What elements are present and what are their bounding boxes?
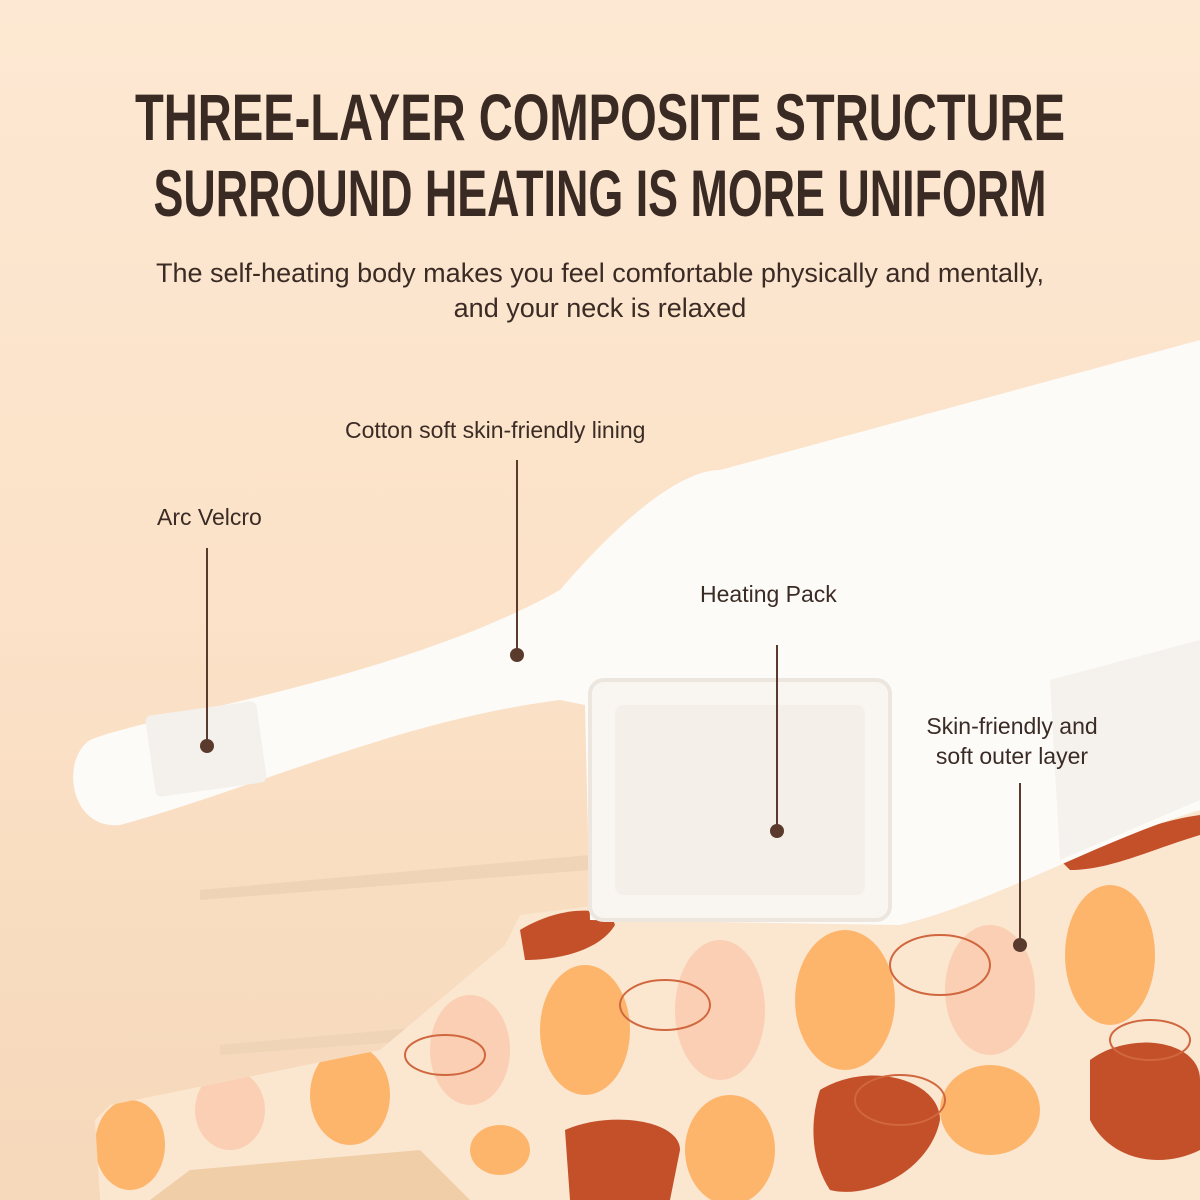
motion-streak (200, 855, 590, 900)
title-line-1: THREE-LAYER COMPOSITE STRUCTURE (135, 80, 1065, 154)
subtitle-line-1: The self-heating body makes you feel com… (156, 258, 1044, 288)
subtitle-line-2: and your neck is relaxed (453, 293, 747, 323)
callout-arc-velcro: Arc Velcro (157, 504, 262, 530)
callout-dot (200, 739, 214, 753)
title-line-2: SURROUND HEATING IS MORE UNIFORM (154, 156, 1047, 230)
callout-dot (510, 648, 524, 662)
callout-outer-layer-line-1: Skin-friendly and (926, 713, 1098, 739)
headline: THREE-LAYER COMPOSITE STRUCTURE SURROUND… (135, 80, 1065, 230)
callout-dot (1013, 938, 1027, 952)
callout-heating-pack: Heating Pack (700, 581, 837, 607)
strap-end (1050, 640, 1200, 860)
callout-dot (770, 824, 784, 838)
callout-cotton-lining: Cotton soft skin-friendly lining (345, 417, 646, 443)
callout-outer-layer-line-2: soft outer layer (935, 743, 1089, 769)
outer-layer-patterned (95, 800, 1200, 1200)
lining-strap (73, 340, 1200, 925)
callout-outer-layer: Skin-friendly and soft outer layer (912, 711, 1112, 771)
heating-pack-inner (615, 705, 865, 895)
subtitle: The self-heating body makes you feel com… (0, 256, 1200, 326)
